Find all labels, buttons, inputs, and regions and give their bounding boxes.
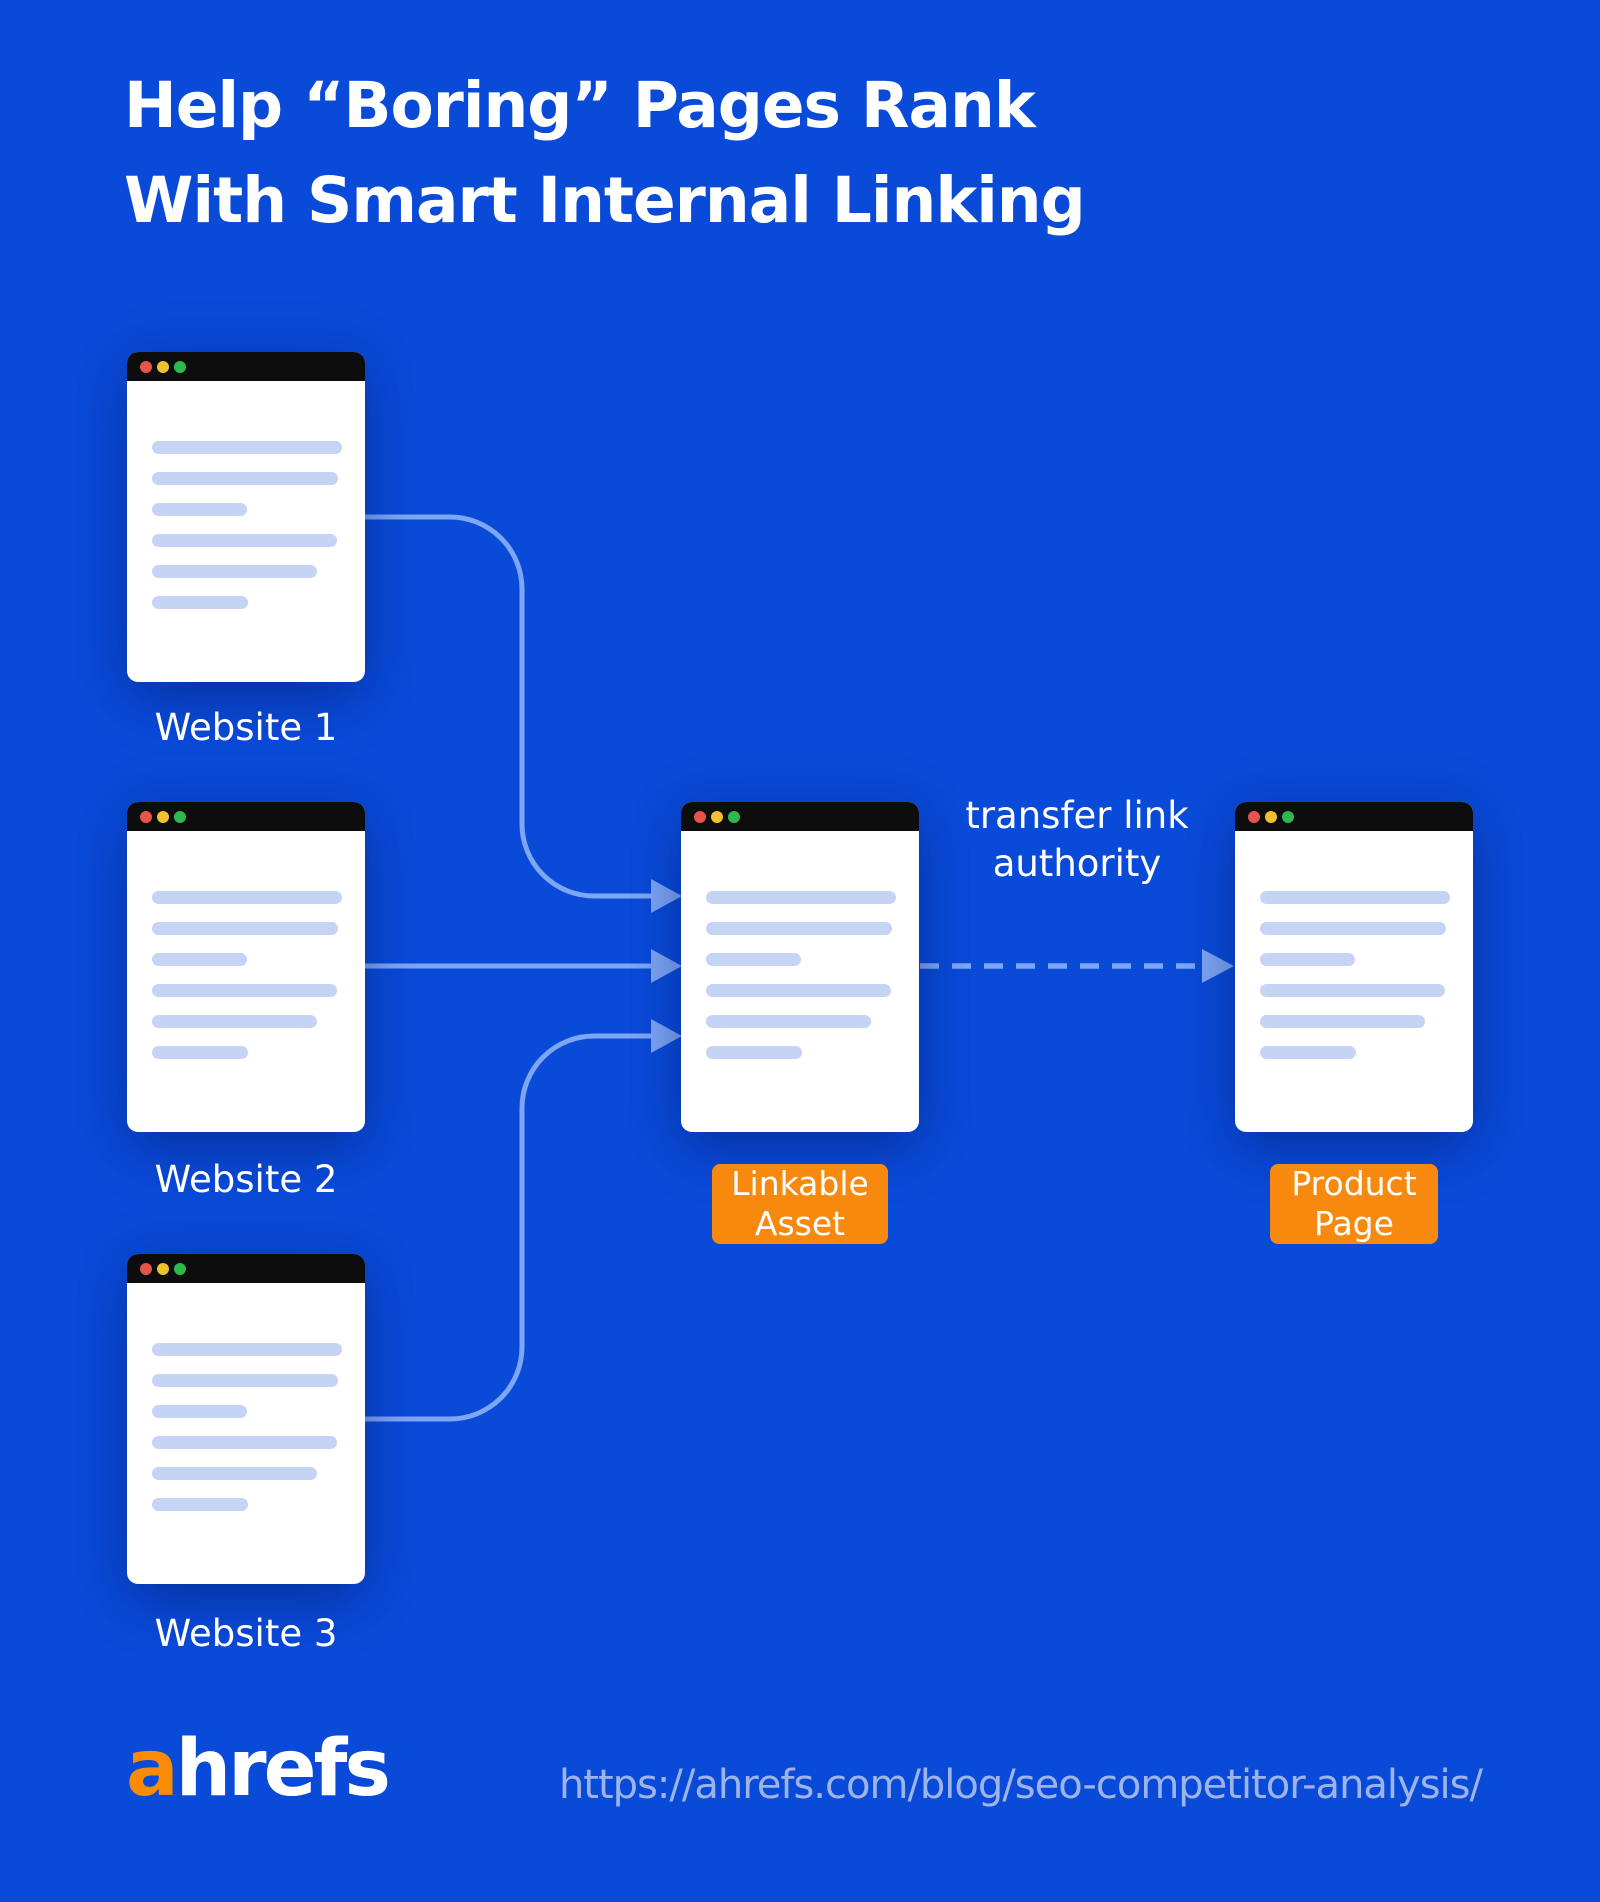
traffic-light-green-icon [1282, 810, 1294, 823]
content-line [152, 596, 248, 609]
traffic-light-green-icon [174, 1262, 186, 1275]
transfer-link-authority-annotation: transfer link authority [965, 794, 1189, 885]
product-page-tag: Product Page [1270, 1164, 1438, 1244]
content-line [152, 953, 247, 966]
arrow-website1-to-asset [365, 514, 651, 899]
content-line [152, 1374, 338, 1387]
website2-label: Website 2 [154, 1158, 338, 1201]
traffic-light-yellow-icon [157, 810, 169, 823]
arrowhead-icon [651, 1019, 682, 1053]
window-content [127, 1283, 365, 1511]
content-line [1260, 1046, 1356, 1059]
traffic-light-green-icon [728, 810, 740, 823]
content-line [152, 1436, 337, 1449]
window-content [127, 381, 365, 609]
content-line [152, 565, 317, 578]
traffic-light-green-icon [174, 810, 186, 823]
content-line [152, 534, 337, 547]
content-line [152, 984, 337, 997]
content-line [152, 472, 338, 485]
content-line [152, 891, 342, 904]
browser-window-product-page [1235, 802, 1473, 1132]
window-content [127, 831, 365, 1059]
content-line [152, 1046, 248, 1059]
content-line [152, 1015, 317, 1028]
content-line [152, 1343, 342, 1356]
website3-label: Website 3 [154, 1612, 338, 1655]
content-line [706, 922, 892, 935]
traffic-light-yellow-icon [157, 1262, 169, 1275]
window-content [1235, 831, 1473, 1059]
arrowhead-icon [1202, 949, 1234, 983]
content-line [1260, 953, 1355, 966]
content-line [1260, 891, 1450, 904]
traffic-light-red-icon [140, 810, 152, 823]
window-titlebar [127, 352, 365, 381]
content-line [1260, 1015, 1425, 1028]
window-titlebar [127, 1254, 365, 1283]
window-titlebar [681, 802, 919, 831]
content-line [1260, 984, 1445, 997]
page-title: Help “Boring” Pages Rank With Smart Inte… [124, 69, 1086, 237]
ahrefs-logo-a: a [126, 1724, 179, 1814]
content-line [706, 1046, 802, 1059]
traffic-light-yellow-icon [1265, 810, 1277, 823]
window-titlebar [1235, 802, 1473, 831]
content-line [152, 922, 338, 935]
content-line [706, 1015, 871, 1028]
browser-window-website3 [127, 1254, 365, 1584]
content-line [152, 1467, 317, 1480]
arrowhead-icon [651, 879, 682, 913]
content-line [152, 441, 342, 454]
traffic-light-yellow-icon [157, 360, 169, 373]
window-content [681, 831, 919, 1059]
content-line [706, 953, 801, 966]
content-line [152, 503, 247, 516]
traffic-light-red-icon [140, 360, 152, 373]
linkable-asset-tag: Linkable Asset [712, 1164, 888, 1244]
arrowhead-icon [651, 949, 682, 983]
ahrefs-logo-rest: hrefs [175, 1724, 391, 1814]
content-line [1260, 922, 1446, 935]
traffic-light-red-icon [140, 1262, 152, 1275]
browser-window-website1 [127, 352, 365, 682]
ahrefs-logo: ahrefs [126, 1724, 391, 1814]
traffic-light-yellow-icon [711, 810, 723, 823]
traffic-light-red-icon [1248, 810, 1260, 823]
content-line [706, 984, 891, 997]
content-line [152, 1405, 247, 1418]
traffic-light-red-icon [694, 810, 706, 823]
window-titlebar [127, 802, 365, 831]
browser-window-website2 [127, 802, 365, 1132]
content-line [706, 891, 896, 904]
browser-window-linkable-asset [681, 802, 919, 1132]
website1-label: Website 1 [154, 706, 338, 749]
traffic-light-green-icon [174, 360, 186, 373]
content-line [152, 1498, 248, 1511]
arrow-website3-to-asset [365, 1033, 651, 1422]
source-url: https://ahrefs.com/blog/seo-competitor-a… [558, 1762, 1483, 1808]
